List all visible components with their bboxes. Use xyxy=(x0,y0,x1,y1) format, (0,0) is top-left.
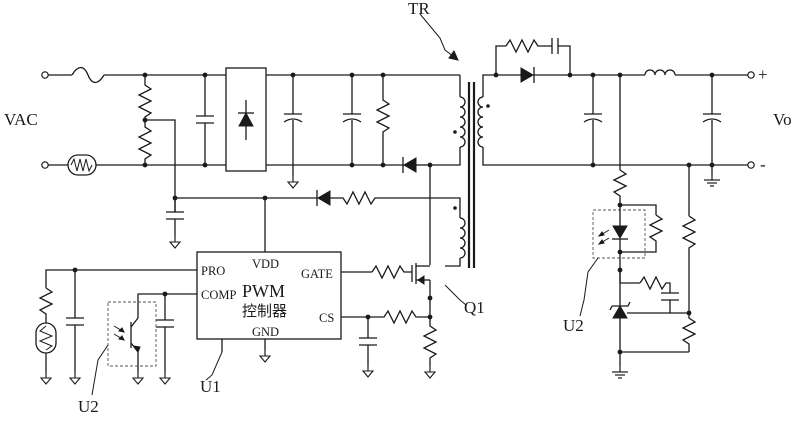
divider-resistor-upper xyxy=(681,215,697,313)
thermistor xyxy=(67,154,97,176)
u1-label: U1 xyxy=(200,377,221,396)
vo-label: Vo xyxy=(773,110,792,129)
output-inductor xyxy=(644,69,676,76)
x-capacitor xyxy=(196,75,214,165)
bus-resistor xyxy=(375,75,391,165)
pin-pro: PRO xyxy=(201,264,225,278)
snubber-resistor xyxy=(505,38,552,54)
secondary-winding xyxy=(477,96,484,148)
pin-cs: CS xyxy=(319,311,334,325)
clamp-diode xyxy=(402,157,417,173)
ic-subtitle: 控制器 xyxy=(242,302,287,320)
snubber-capacitor xyxy=(551,38,559,54)
minus-label: - xyxy=(760,155,766,174)
gate-resistor xyxy=(371,264,412,280)
auxiliary-winding xyxy=(459,217,466,259)
aux-resistor xyxy=(330,190,382,206)
pin-vdd: VDD xyxy=(252,257,279,271)
bulk-capacitor-1 xyxy=(283,75,303,189)
plus-label: + xyxy=(758,65,768,84)
input-terminal-bottom xyxy=(41,161,49,169)
vac-label: VAC xyxy=(4,110,38,129)
pwm-controller-ic: PRO COMP VDD GATE CS GND PWM 控制器 xyxy=(196,251,342,340)
output-capacitor-1 xyxy=(583,75,603,165)
cs-filter-resistor xyxy=(368,309,430,325)
mosfet-q1 xyxy=(411,263,431,298)
led-shunt-resistor xyxy=(620,214,664,253)
u2-left-label: U2 xyxy=(78,397,99,416)
cs-capacitor xyxy=(359,317,377,378)
transformer-core xyxy=(467,82,476,268)
bleeder-resistor-upper xyxy=(137,75,153,120)
q1-label: Q1 xyxy=(464,298,485,317)
output-diode xyxy=(520,67,535,83)
bleeder-resistor-lower xyxy=(137,120,153,165)
comp-capacitor xyxy=(156,294,174,385)
opto-led-resistor xyxy=(612,169,628,205)
input-terminal-top xyxy=(41,71,49,79)
comp-capacitor-secondary xyxy=(661,292,679,313)
optocoupler-transistor-u2 xyxy=(107,301,157,385)
output-terminal-plus xyxy=(747,71,755,79)
current-sense-resistor xyxy=(422,317,438,379)
pin-gnd: GND xyxy=(252,325,279,339)
u2-right-label: U2 xyxy=(563,316,584,335)
vdd-capacitor xyxy=(166,198,184,249)
tr-label: TR xyxy=(408,0,430,18)
bridge-rectifier xyxy=(225,67,267,172)
primary-winding xyxy=(459,96,466,148)
optocoupler-led-u2 xyxy=(592,205,646,270)
fuse xyxy=(71,66,105,84)
shunt-regulator xyxy=(609,270,688,352)
bulk-capacitor-2 xyxy=(342,75,362,165)
divider-resistor-lower xyxy=(681,313,697,352)
pin-comp: COMP xyxy=(201,288,236,302)
comp-resistor-secondary xyxy=(639,275,671,293)
pro-resistor xyxy=(38,287,54,323)
aux-diode xyxy=(316,190,331,206)
ic-title: PWM xyxy=(242,281,285,301)
pin-gate: GATE xyxy=(301,267,333,281)
output-terminal-minus xyxy=(747,161,755,169)
pro-capacitor xyxy=(66,270,84,385)
pro-ntc xyxy=(35,322,57,385)
output-capacitor-2 xyxy=(702,75,722,187)
